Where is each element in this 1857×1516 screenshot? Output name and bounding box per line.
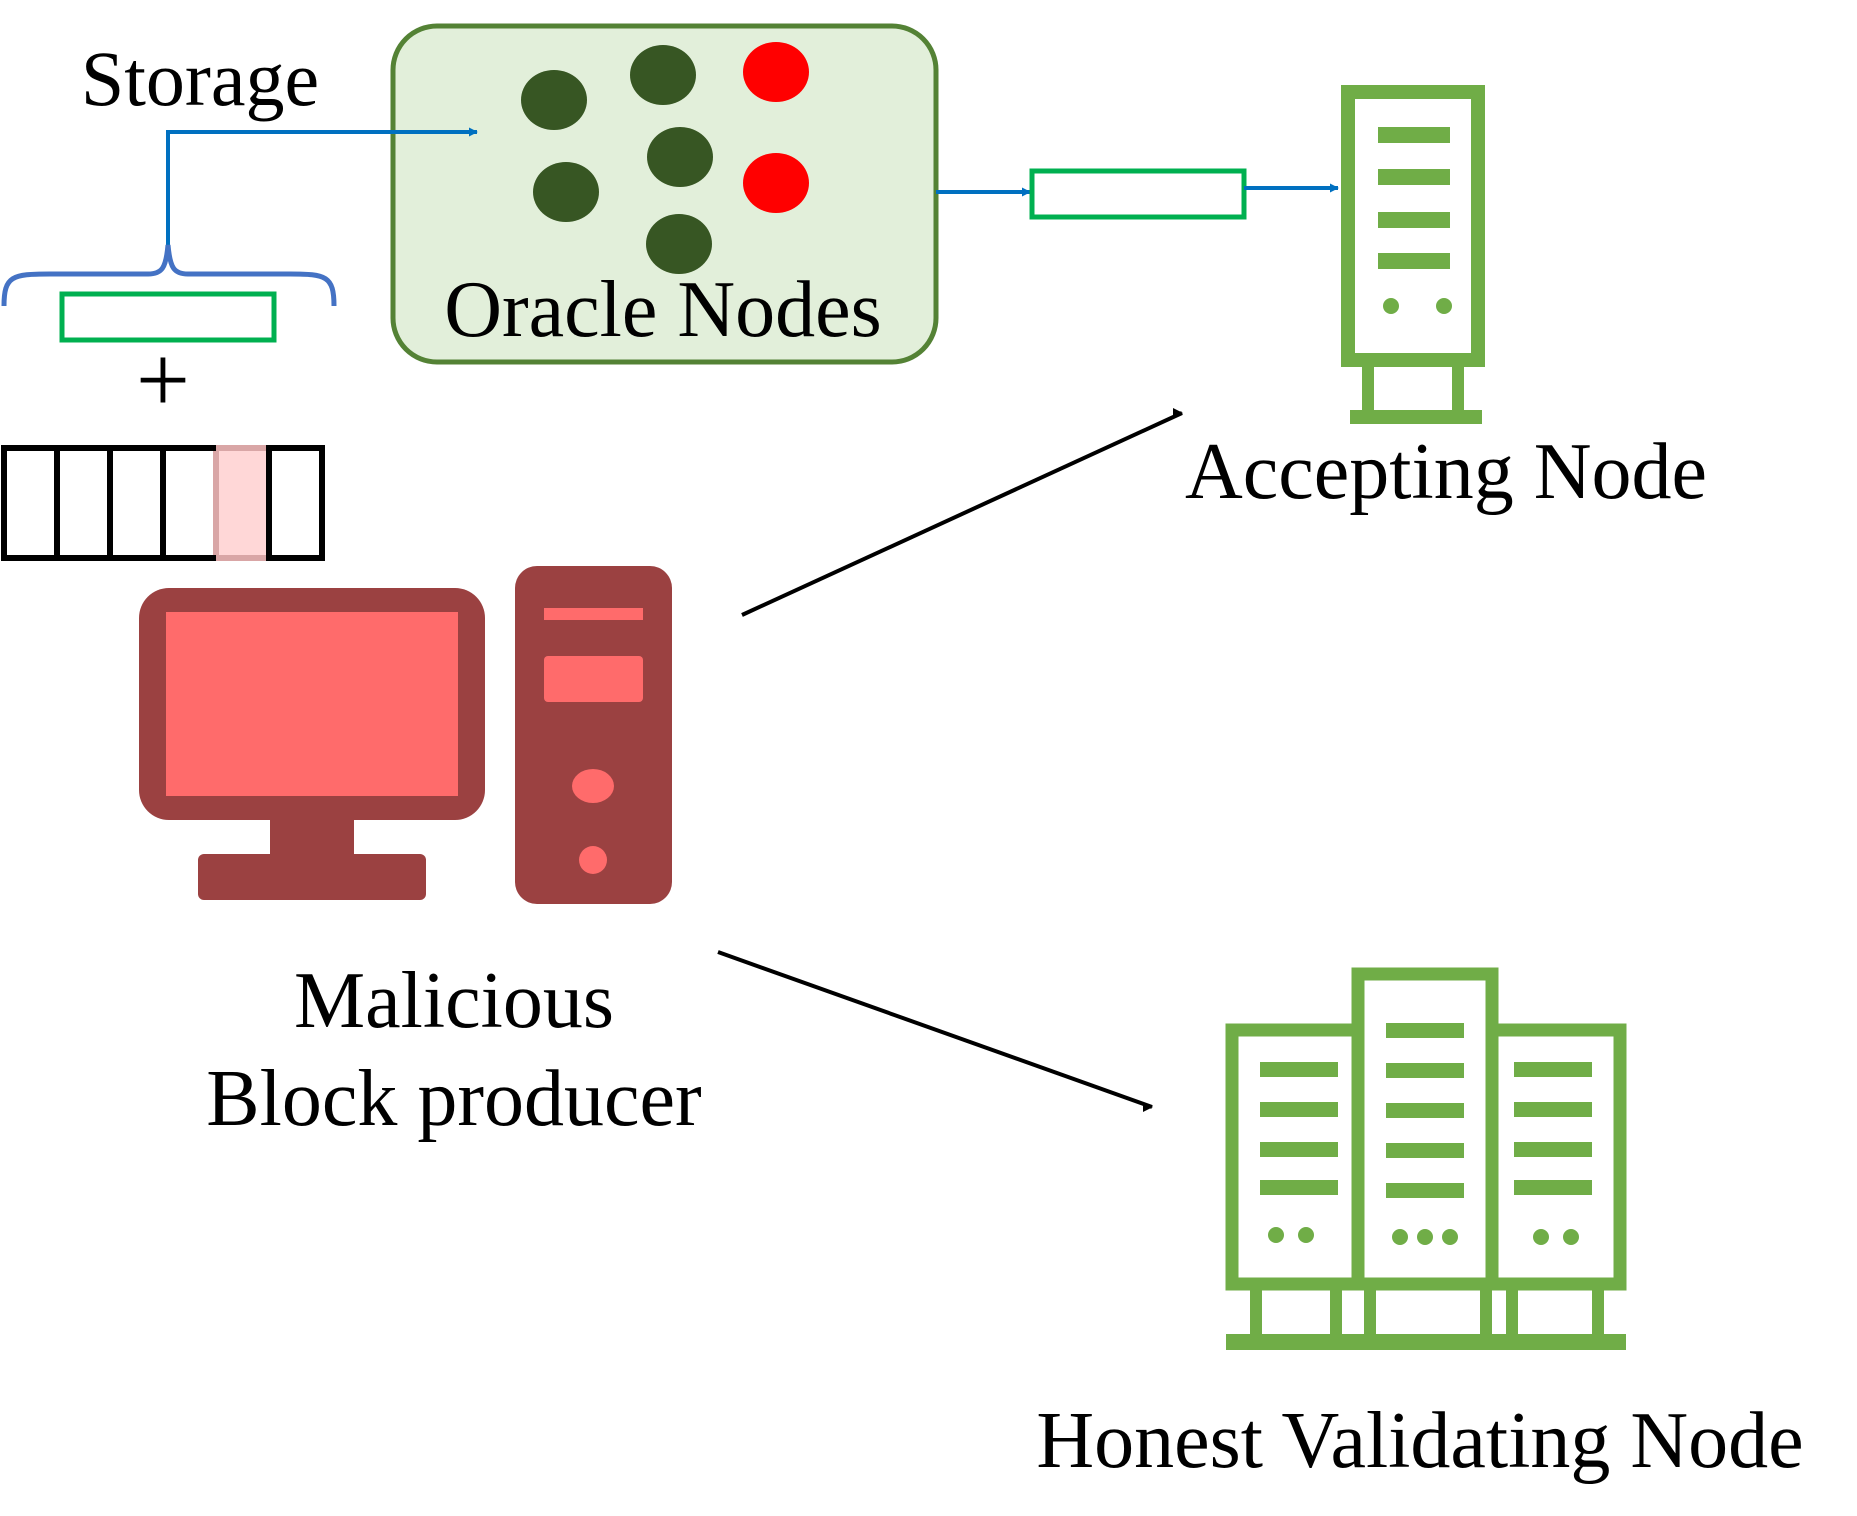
rack-base [1226,1334,1626,1350]
honest-oracle-node [646,214,712,274]
honest-oracle-node [630,45,696,105]
block-cell [54,445,113,561]
monitor-neck [270,820,354,856]
rack-slot [1514,1180,1592,1195]
block-cell [266,445,325,561]
rack-slot [1514,1142,1592,1157]
honest-oracle-node [647,127,713,187]
malicious-oracle-node [743,153,809,213]
server-led [1436,298,1452,314]
plus-sign: + [136,326,190,433]
server-slot [1378,169,1450,185]
rack-slot [1260,1062,1338,1077]
storage-data-box [59,291,277,343]
single-server-icon [1341,85,1485,424]
malicious-label-line2: Block producer [206,1055,701,1143]
block-cell-highlighted [213,445,272,561]
honest-oracle-node [521,70,587,130]
rack-leg [1250,1290,1262,1334]
tower-slot [544,608,643,620]
monitor-screen [166,612,458,796]
rack-slot [1386,1143,1464,1158]
malicious-oracle-node [743,42,809,102]
rack-slot [1514,1102,1592,1117]
rack-led [1563,1229,1579,1245]
rack-slot [1260,1180,1338,1195]
rack-slot [1386,1103,1464,1118]
malicious-label-line1: Malicious [294,957,614,1045]
storage-label: Storage [81,35,319,122]
producer-to-accepting-arrow [741,408,1183,617]
tower-button [572,769,614,803]
honest-oracle-node [533,162,599,222]
server-slot [1378,212,1450,228]
rack-leg [1592,1290,1604,1334]
oracle-nodes-box: Oracle Nodes [390,23,939,365]
tower-drive [544,656,643,702]
oracle-output-data-box [1029,168,1247,220]
rack-led [1417,1229,1433,1245]
rack-slot [1386,1023,1464,1038]
storage-route-arrow [166,127,478,245]
rack-led [1392,1229,1408,1245]
block-cell [107,445,166,561]
rack-slot [1386,1063,1464,1078]
oracle-nodes-label: Oracle Nodes [444,266,882,354]
block-cells [1,445,325,561]
server-base [1350,410,1482,424]
honest-node-label: Honest Validating Node [1036,1397,1803,1485]
block-cell [1,445,60,561]
server-leg [1452,366,1464,410]
rack-leg [1506,1290,1518,1334]
server-leg [1362,366,1374,410]
rack-led [1442,1229,1458,1245]
rack-led [1533,1229,1549,1245]
block-cell [160,445,219,561]
rack-led [1298,1227,1314,1243]
rack-leg [1480,1290,1492,1334]
rack-slot [1386,1183,1464,1198]
desktop-computer-icon [139,566,672,904]
tower-led [579,846,607,874]
server-led [1383,298,1399,314]
accepting-node-label: Accepting Node [1185,428,1707,516]
server-slot [1378,127,1450,143]
block-outline [1,445,325,561]
rack-leg [1364,1290,1376,1334]
oracle-node-group [521,42,809,274]
server-rack-icon [1225,967,1627,1350]
rack-slot [1260,1102,1338,1117]
rack-leg [1330,1290,1342,1334]
server-slot [1378,253,1450,269]
rack-led [1268,1227,1284,1243]
storage-brace [1,244,337,307]
rack-slot [1514,1062,1592,1077]
rack-slot [1260,1142,1338,1157]
producer-to-honest-arrow [717,950,1153,1112]
monitor-stand [198,854,426,900]
tower-body [515,566,672,904]
